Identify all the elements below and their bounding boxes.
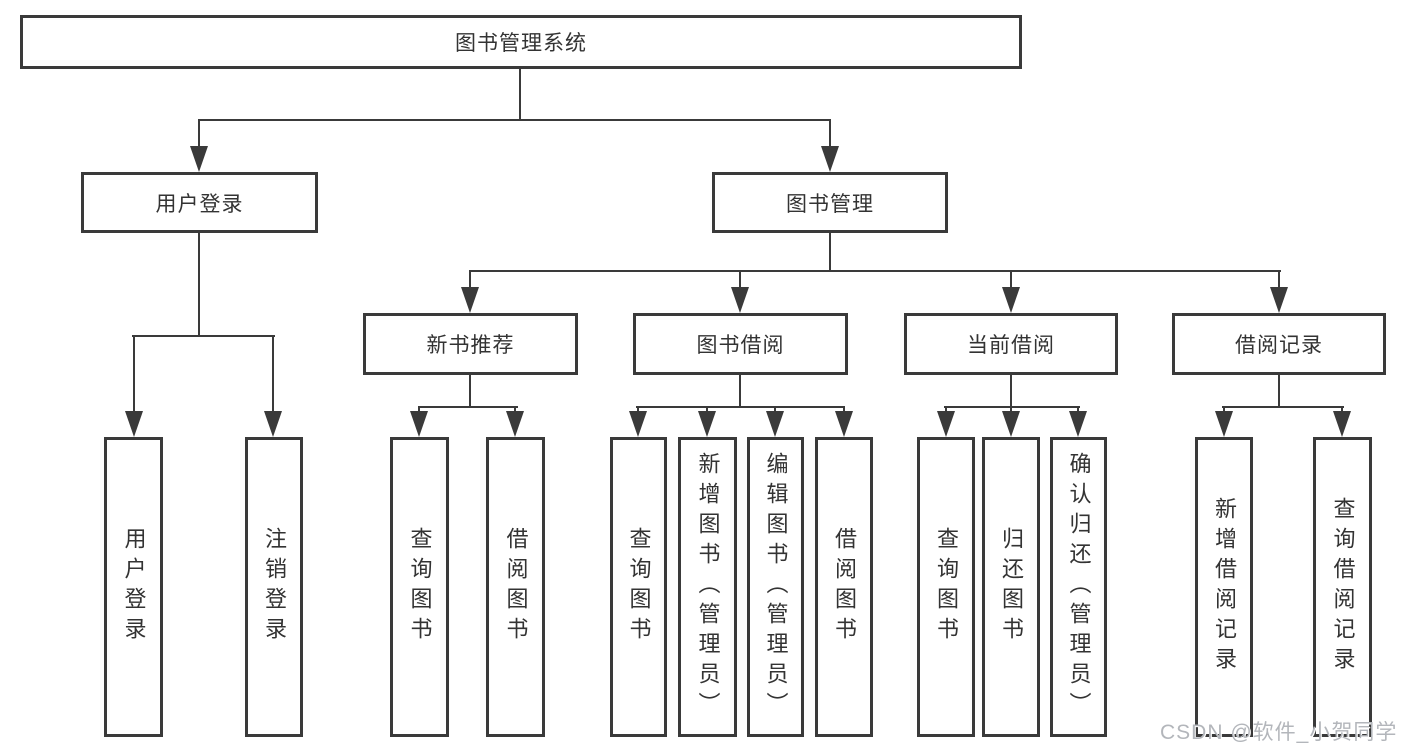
- leaf-record-add: 新增借阅记录: [1195, 437, 1253, 737]
- leaf-user-login-label: 用户登录: [121, 527, 147, 647]
- connector-line: [944, 406, 1080, 408]
- arrow-down-icon: [1069, 411, 1087, 437]
- arrow-down-icon: [410, 411, 428, 437]
- arrow-down-icon: [629, 411, 647, 437]
- leaf-current-query-label: 查询图书: [934, 527, 959, 647]
- connector-line: [739, 270, 741, 292]
- arrow-down-icon: [461, 287, 479, 313]
- connector-line: [519, 69, 521, 121]
- node-borrow-records-label: 借阅记录: [1235, 334, 1323, 357]
- node-root-label: 图书管理系统: [455, 32, 587, 55]
- leaf-newbook-query: 查询图书: [390, 437, 449, 737]
- arrow-down-icon: [125, 411, 143, 437]
- leaf-current-return: 归还图书: [982, 437, 1040, 737]
- node-book-borrow-label: 图书借阅: [696, 334, 785, 357]
- node-new-book-recommend: 新书推荐: [363, 313, 578, 375]
- connector-line: [198, 119, 831, 121]
- node-current-borrow: 当前借阅: [904, 313, 1118, 375]
- node-root: 图书管理系统: [20, 15, 1022, 69]
- arrow-down-icon: [937, 411, 955, 437]
- leaf-record-query: 查询借阅记录: [1313, 437, 1372, 737]
- node-book-management-label: 图书管理: [786, 192, 874, 216]
- leaf-borrow-add-admin-label: 新增图书（管理员）: [695, 452, 721, 722]
- arrow-down-icon: [1215, 411, 1233, 437]
- leaf-logout: 注销登录: [245, 437, 303, 737]
- leaf-borrow-borrow: 借阅图书: [815, 437, 873, 737]
- connector-line: [829, 119, 831, 151]
- leaf-borrow-edit-admin: 编辑图书（管理员）: [747, 437, 804, 737]
- connector-line: [469, 270, 1281, 272]
- connector-line: [1278, 375, 1280, 408]
- watermark: CSDN @软件_小贺同学: [1160, 721, 1398, 744]
- arrow-down-icon: [698, 411, 716, 437]
- leaf-current-return-label: 归还图书: [999, 527, 1024, 647]
- node-user-login-label: 用户登录: [155, 192, 244, 216]
- connector-line: [133, 335, 135, 415]
- connector-line: [1010, 270, 1012, 292]
- leaf-logout-label: 注销登录: [262, 527, 287, 647]
- arrow-down-icon: [1270, 287, 1288, 313]
- node-user-login: 用户登录: [81, 172, 318, 233]
- arrow-down-icon: [1002, 411, 1020, 437]
- arrow-down-icon: [190, 146, 208, 172]
- connector-line: [418, 406, 518, 408]
- leaf-current-confirm-admin-label: 确认归还（管理员）: [1066, 452, 1092, 722]
- arrow-down-icon: [506, 411, 524, 437]
- arrow-down-icon: [821, 146, 839, 172]
- node-book-borrow: 图书借阅: [633, 313, 848, 375]
- arrow-down-icon: [766, 411, 784, 437]
- node-book-management: 图书管理: [712, 172, 948, 233]
- connector-line: [636, 406, 845, 408]
- arrow-down-icon: [1333, 411, 1351, 437]
- leaf-record-query-label: 查询借阅记录: [1330, 497, 1356, 677]
- arrow-down-icon: [731, 287, 749, 313]
- arrow-down-icon: [264, 411, 282, 437]
- leaf-borrow-add-admin: 新增图书（管理员）: [678, 437, 737, 737]
- node-current-borrow-label: 当前借阅: [967, 334, 1055, 357]
- connector-line: [1278, 270, 1280, 292]
- arrow-down-icon: [1002, 287, 1020, 313]
- connector-line: [132, 335, 275, 337]
- connector-line: [272, 335, 274, 415]
- leaf-borrow-borrow-label: 借阅图书: [832, 527, 857, 647]
- leaf-borrow-query: 查询图书: [610, 437, 667, 737]
- leaf-current-query: 查询图书: [917, 437, 975, 737]
- leaf-borrow-query-label: 查询图书: [626, 527, 652, 647]
- connector-line: [1222, 406, 1344, 408]
- leaf-user-login: 用户登录: [104, 437, 163, 737]
- node-new-book-recommend-label: 新书推荐: [426, 334, 515, 357]
- leaf-newbook-borrow: 借阅图书: [486, 437, 545, 737]
- connector-line: [739, 375, 741, 408]
- connector-line: [198, 233, 200, 337]
- connector-line: [829, 233, 831, 272]
- leaf-borrow-edit-admin-label: 编辑图书（管理员）: [763, 452, 789, 722]
- connector-line: [469, 375, 471, 408]
- arrow-down-icon: [835, 411, 853, 437]
- leaf-newbook-borrow-label: 借阅图书: [503, 527, 529, 647]
- connector-line: [1010, 375, 1012, 408]
- connector-line: [198, 119, 200, 151]
- leaf-current-confirm-admin: 确认归还（管理员）: [1050, 437, 1107, 737]
- node-borrow-records: 借阅记录: [1172, 313, 1386, 375]
- connector-line: [469, 270, 471, 292]
- leaf-record-add-label: 新增借阅记录: [1212, 497, 1237, 677]
- leaf-newbook-query-label: 查询图书: [407, 527, 433, 647]
